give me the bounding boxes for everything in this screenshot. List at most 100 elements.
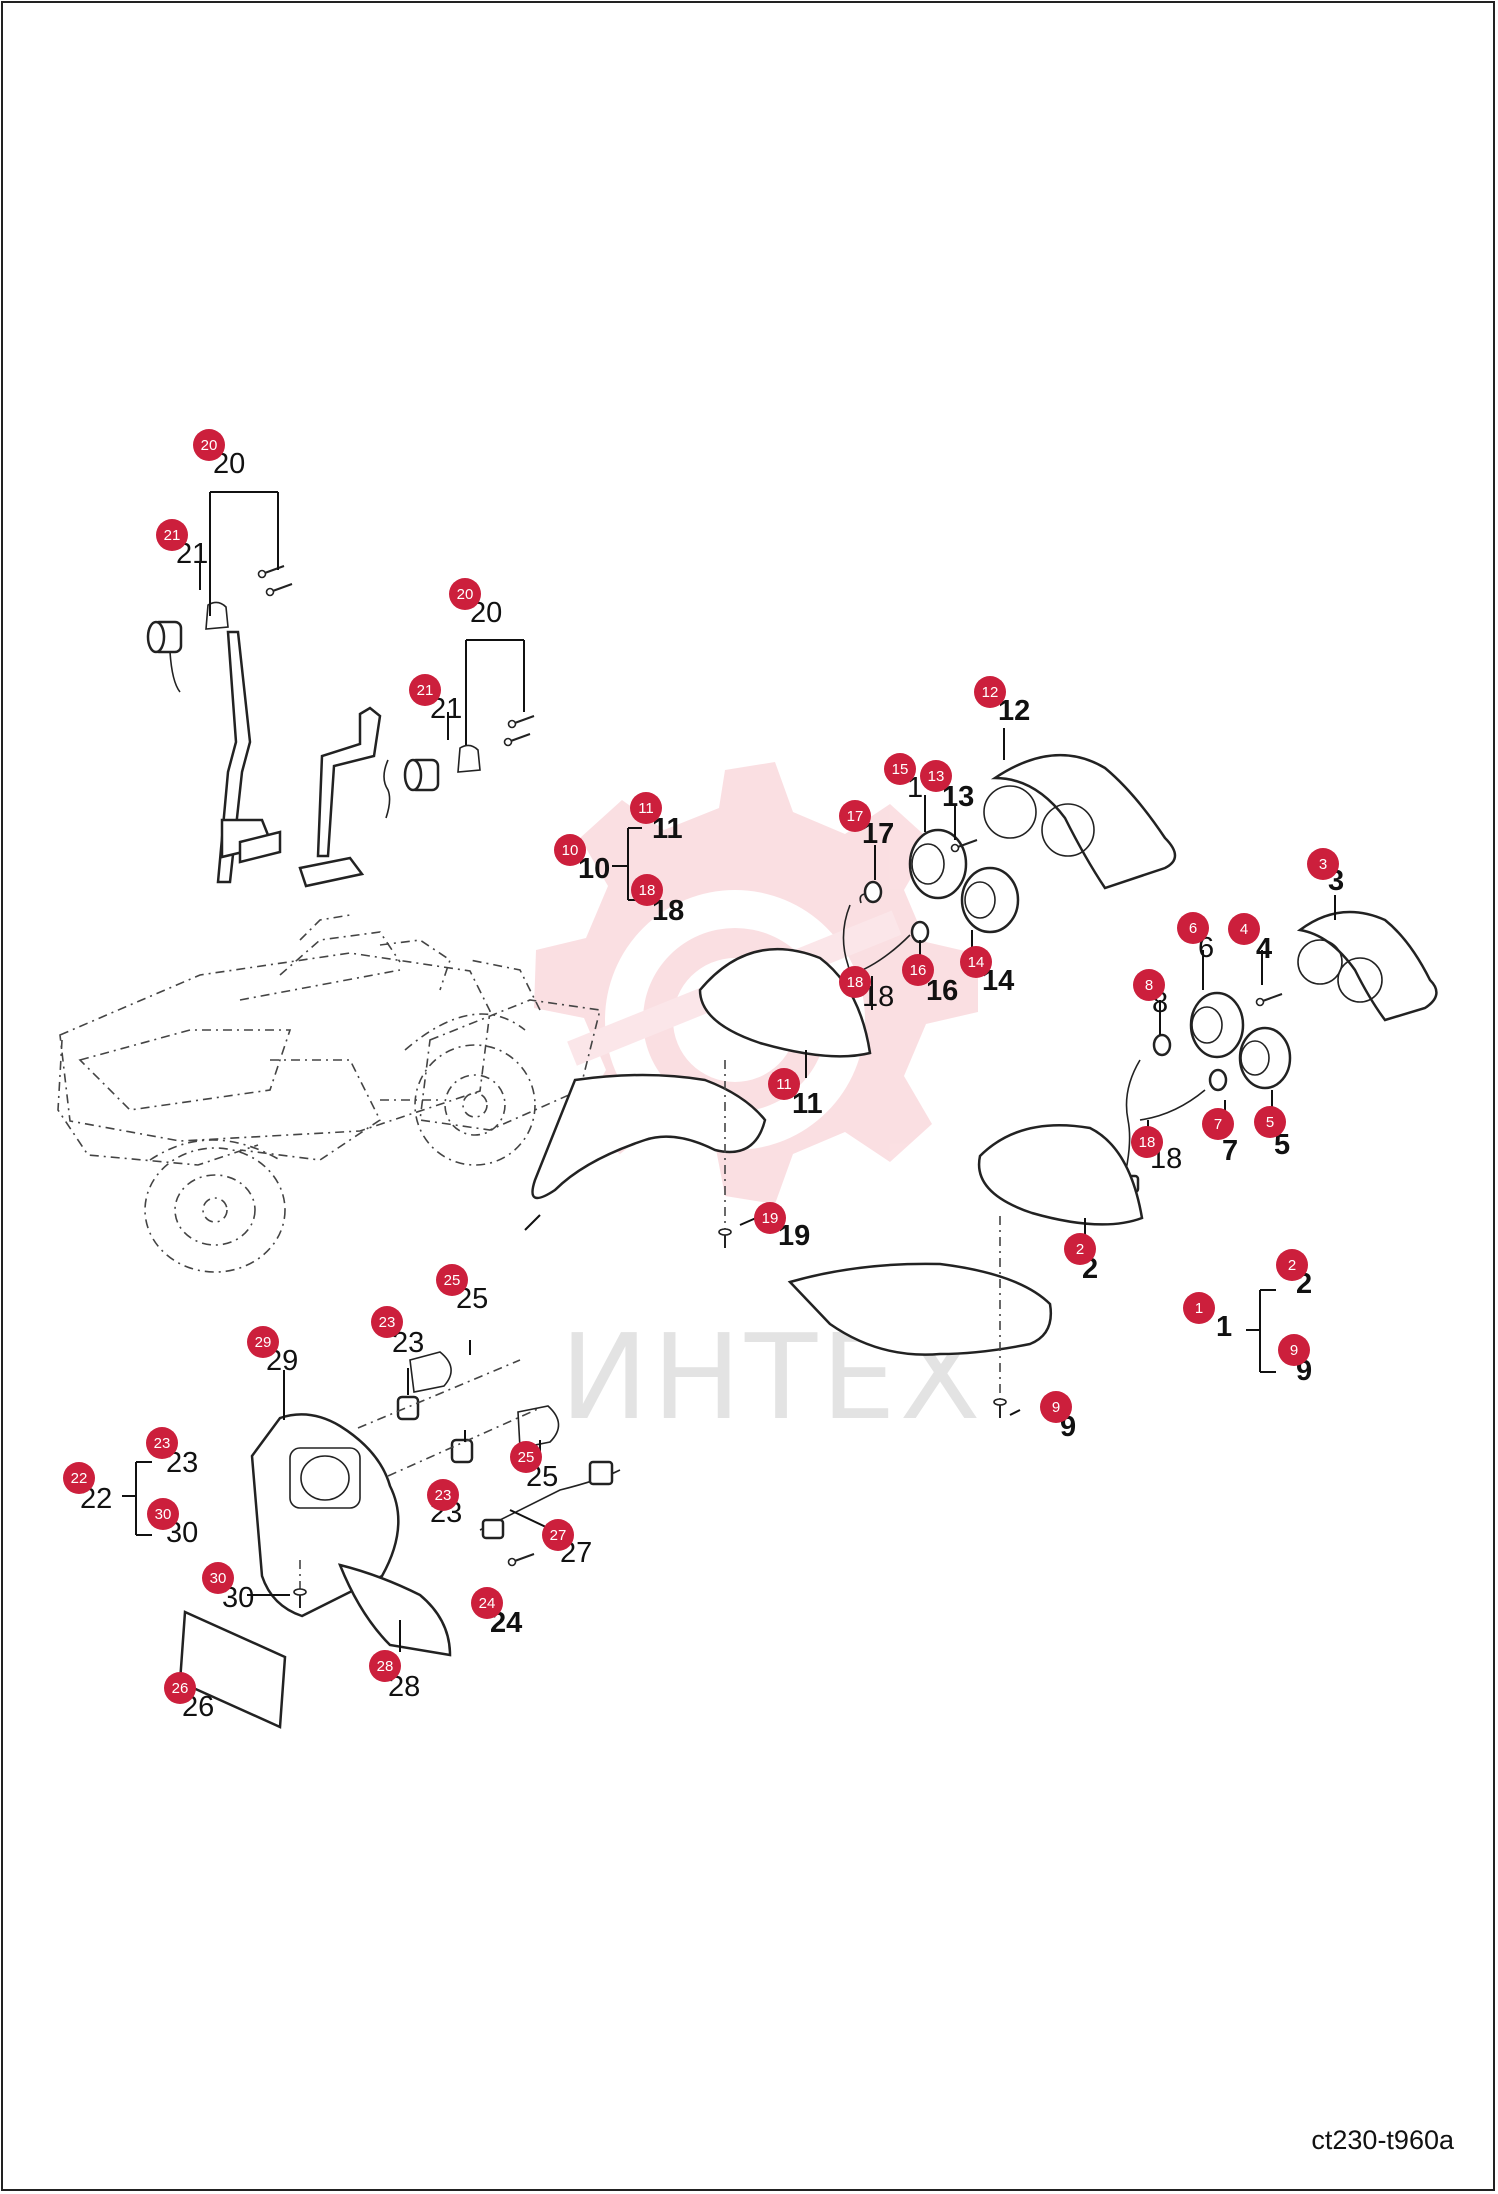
callout-badge-c14[interactable]: 14 xyxy=(960,946,992,978)
callout-circle xyxy=(1228,913,1260,945)
callout-number: 7 xyxy=(1214,1116,1222,1133)
callout-circle xyxy=(1040,1391,1072,1423)
callout-circle xyxy=(471,1587,503,1619)
callout-badge-c25a[interactable]: 25 xyxy=(436,1264,468,1296)
callout-badge-c4[interactable]: 4 xyxy=(1228,913,1260,945)
work-light-assembly-right xyxy=(298,639,535,888)
callout-badge-c23c[interactable]: 23 xyxy=(427,1479,459,1511)
callout-number: 30 xyxy=(155,1506,172,1523)
callout-number: 15 xyxy=(892,761,909,778)
callout-badge-c28[interactable]: 28 xyxy=(369,1650,401,1682)
part-label-l4: 4 xyxy=(1256,933,1272,965)
callout-badge-c12[interactable]: 12 xyxy=(974,676,1006,708)
callout-circle xyxy=(146,1427,178,1459)
callout-badge-c29[interactable]: 29 xyxy=(247,1326,279,1358)
callout-badge-c23b[interactable]: 23 xyxy=(146,1427,178,1459)
callout-number: 2 xyxy=(1076,1241,1084,1258)
callout-number: 5 xyxy=(1266,1114,1274,1131)
callout-circle xyxy=(371,1306,403,1338)
callout-badge-c9a[interactable]: 9 xyxy=(1278,1334,1310,1366)
callout-badge-c11a[interactable]: 11 xyxy=(630,792,662,824)
callout-circle xyxy=(554,834,586,866)
callout-badge-c18c[interactable]: 18 xyxy=(1131,1126,1163,1158)
callout-number: 27 xyxy=(550,1527,567,1544)
callout-badge-c15[interactable]: 15 xyxy=(884,753,916,785)
callout-number: 25 xyxy=(518,1449,535,1466)
callout-number: 10 xyxy=(562,842,579,859)
callout-number: 30 xyxy=(210,1570,227,1587)
callout-badge-c25b[interactable]: 25 xyxy=(510,1441,542,1473)
callout-number: 11 xyxy=(776,1076,792,1093)
callout-number: 24 xyxy=(479,1595,496,1612)
callout-badge-c2a[interactable]: 2 xyxy=(1064,1233,1096,1265)
callout-badge-c7[interactable]: 7 xyxy=(1202,1108,1234,1140)
callout-badge-c20a[interactable]: 20 xyxy=(193,429,225,461)
callout-number: 3 xyxy=(1319,856,1327,873)
callout-badge-c1[interactable]: 1 xyxy=(1183,1292,1215,1324)
callout-number: 22 xyxy=(71,1470,88,1487)
callout-circle xyxy=(164,1672,196,1704)
callout-badge-c22[interactable]: 22 xyxy=(63,1462,95,1494)
callout-badge-c21a[interactable]: 21 xyxy=(156,519,188,551)
callout-number: 18 xyxy=(1139,1134,1156,1151)
callout-circle xyxy=(960,946,992,978)
callout-number: 17 xyxy=(847,808,864,825)
callout-circle xyxy=(1278,1334,1310,1366)
callout-badge-c16[interactable]: 16 xyxy=(902,954,934,986)
callout-badge-c21b[interactable]: 21 xyxy=(409,674,441,706)
callout-badge-c23a[interactable]: 23 xyxy=(371,1306,403,1338)
callout-number: 19 xyxy=(762,1210,779,1227)
work-light-assembly-left xyxy=(146,491,293,884)
callout-circle xyxy=(427,1479,459,1511)
callout-badge-c20b[interactable]: 20 xyxy=(449,578,481,610)
callout-circle xyxy=(1064,1233,1096,1265)
callout-circle xyxy=(147,1498,179,1530)
callout-badge-c3[interactable]: 3 xyxy=(1307,848,1339,880)
leader-lines xyxy=(199,562,1336,1652)
callout-number: 20 xyxy=(457,586,474,603)
callout-badge-c30b[interactable]: 30 xyxy=(202,1562,234,1594)
callout-badge-c8[interactable]: 8 xyxy=(1133,969,1165,1001)
callout-circle xyxy=(884,753,916,785)
callout-circle xyxy=(63,1462,95,1494)
callout-badge-c9b[interactable]: 9 xyxy=(1040,1391,1072,1423)
callout-badge-c27[interactable]: 27 xyxy=(542,1519,574,1551)
callout-badge-c13[interactable]: 13 xyxy=(920,760,952,792)
part-label-l7: 7 xyxy=(1222,1135,1238,1167)
callout-number: 16 xyxy=(910,962,927,979)
callout-number: 23 xyxy=(435,1487,452,1504)
drawing-reference-code: ct230-t960a xyxy=(1311,2125,1454,2155)
callout-badge-c30a[interactable]: 30 xyxy=(147,1498,179,1530)
callout-number: 8 xyxy=(1145,977,1153,994)
callout-circle xyxy=(409,674,441,706)
callout-circle xyxy=(920,760,952,792)
callout-circle xyxy=(510,1441,542,1473)
callout-badge-c18b[interactable]: 18 xyxy=(839,966,871,998)
callout-circle xyxy=(839,800,871,832)
callout-number: 9 xyxy=(1290,1342,1298,1359)
callout-badge-c17[interactable]: 17 xyxy=(839,800,871,832)
part-label-l1: 1 xyxy=(1216,1311,1232,1343)
callout-badge-c26[interactable]: 26 xyxy=(164,1672,196,1704)
callout-circle xyxy=(1307,848,1339,880)
callout-number: 23 xyxy=(154,1435,171,1452)
callout-badge-c11b[interactable]: 11 xyxy=(768,1068,800,1100)
callout-number: 9 xyxy=(1052,1399,1060,1416)
callout-badge-c18a[interactable]: 18 xyxy=(631,874,663,906)
callout-badge-c19[interactable]: 19 xyxy=(754,1202,786,1234)
callout-number: 20 xyxy=(201,437,218,454)
callout-circle xyxy=(839,966,871,998)
callout-badge-c5[interactable]: 5 xyxy=(1254,1106,1286,1138)
callout-badge-c24[interactable]: 24 xyxy=(471,1587,503,1619)
callout-circle xyxy=(156,519,188,551)
callout-circle xyxy=(1133,969,1165,1001)
callout-badge-c2b[interactable]: 2 xyxy=(1276,1249,1308,1281)
callout-number: 21 xyxy=(417,682,434,699)
callout-number: 18 xyxy=(639,882,656,899)
callout-badge-c10[interactable]: 10 xyxy=(554,834,586,866)
callout-badge-c6[interactable]: 6 xyxy=(1177,912,1209,944)
